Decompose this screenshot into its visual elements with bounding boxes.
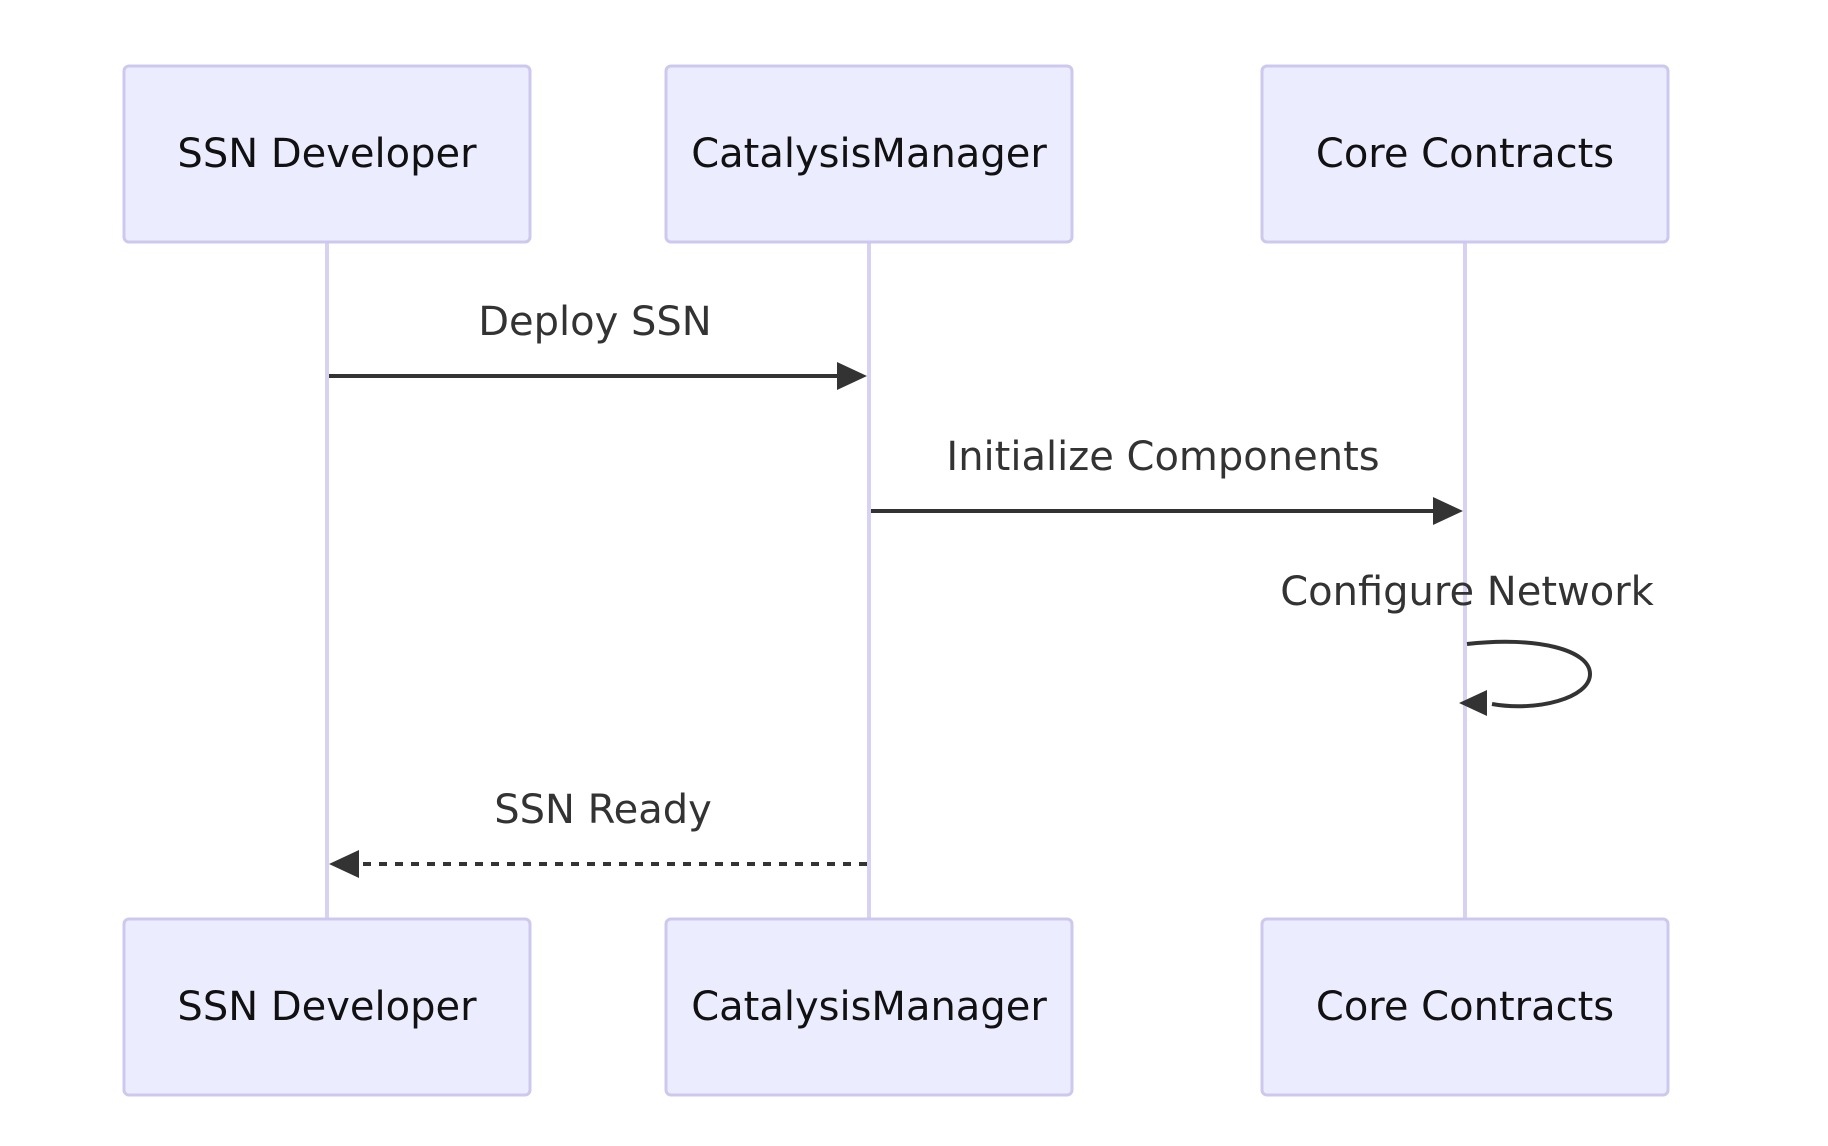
actor-label: Core Contracts (1316, 984, 1614, 1030)
actor-top-ssn-developer: SSN Developer (122, 64, 532, 244)
actor-top-catalysis-manager: CatalysisManager (664, 64, 1074, 244)
message-label: SSN Ready (494, 787, 712, 833)
actor-top-core-contracts: Core Contracts (1260, 64, 1670, 244)
message-configure-network: Configure Network (1280, 569, 1655, 716)
arrowhead-left-icon (1459, 690, 1487, 716)
arrowhead-right-icon (1433, 497, 1463, 525)
message-label: Deploy SSN (478, 299, 711, 345)
message-ssn-ready: SSN Ready (329, 787, 867, 878)
actor-label: CatalysisManager (691, 131, 1047, 177)
actor-label: Core Contracts (1316, 131, 1614, 177)
actor-label: SSN Developer (177, 131, 477, 177)
message-label: Initialize Components (946, 434, 1379, 480)
actor-bottom-ssn-developer: SSN Developer (122, 917, 532, 1097)
actor-bottom-core-contracts: Core Contracts (1260, 917, 1670, 1097)
arrowhead-right-icon (837, 362, 867, 390)
actor-label: CatalysisManager (691, 984, 1047, 1030)
arrowhead-left-icon (329, 850, 359, 878)
actor-label: SSN Developer (177, 984, 477, 1030)
message-deploy-ssn: Deploy SSN (329, 299, 867, 390)
actor-bottom-catalysis-manager: CatalysisManager (664, 917, 1074, 1097)
message-label: Configure Network (1280, 569, 1654, 615)
message-initialize-components: Initialize Components (871, 434, 1463, 525)
self-loop-arrow-line (1466, 639, 1593, 709)
